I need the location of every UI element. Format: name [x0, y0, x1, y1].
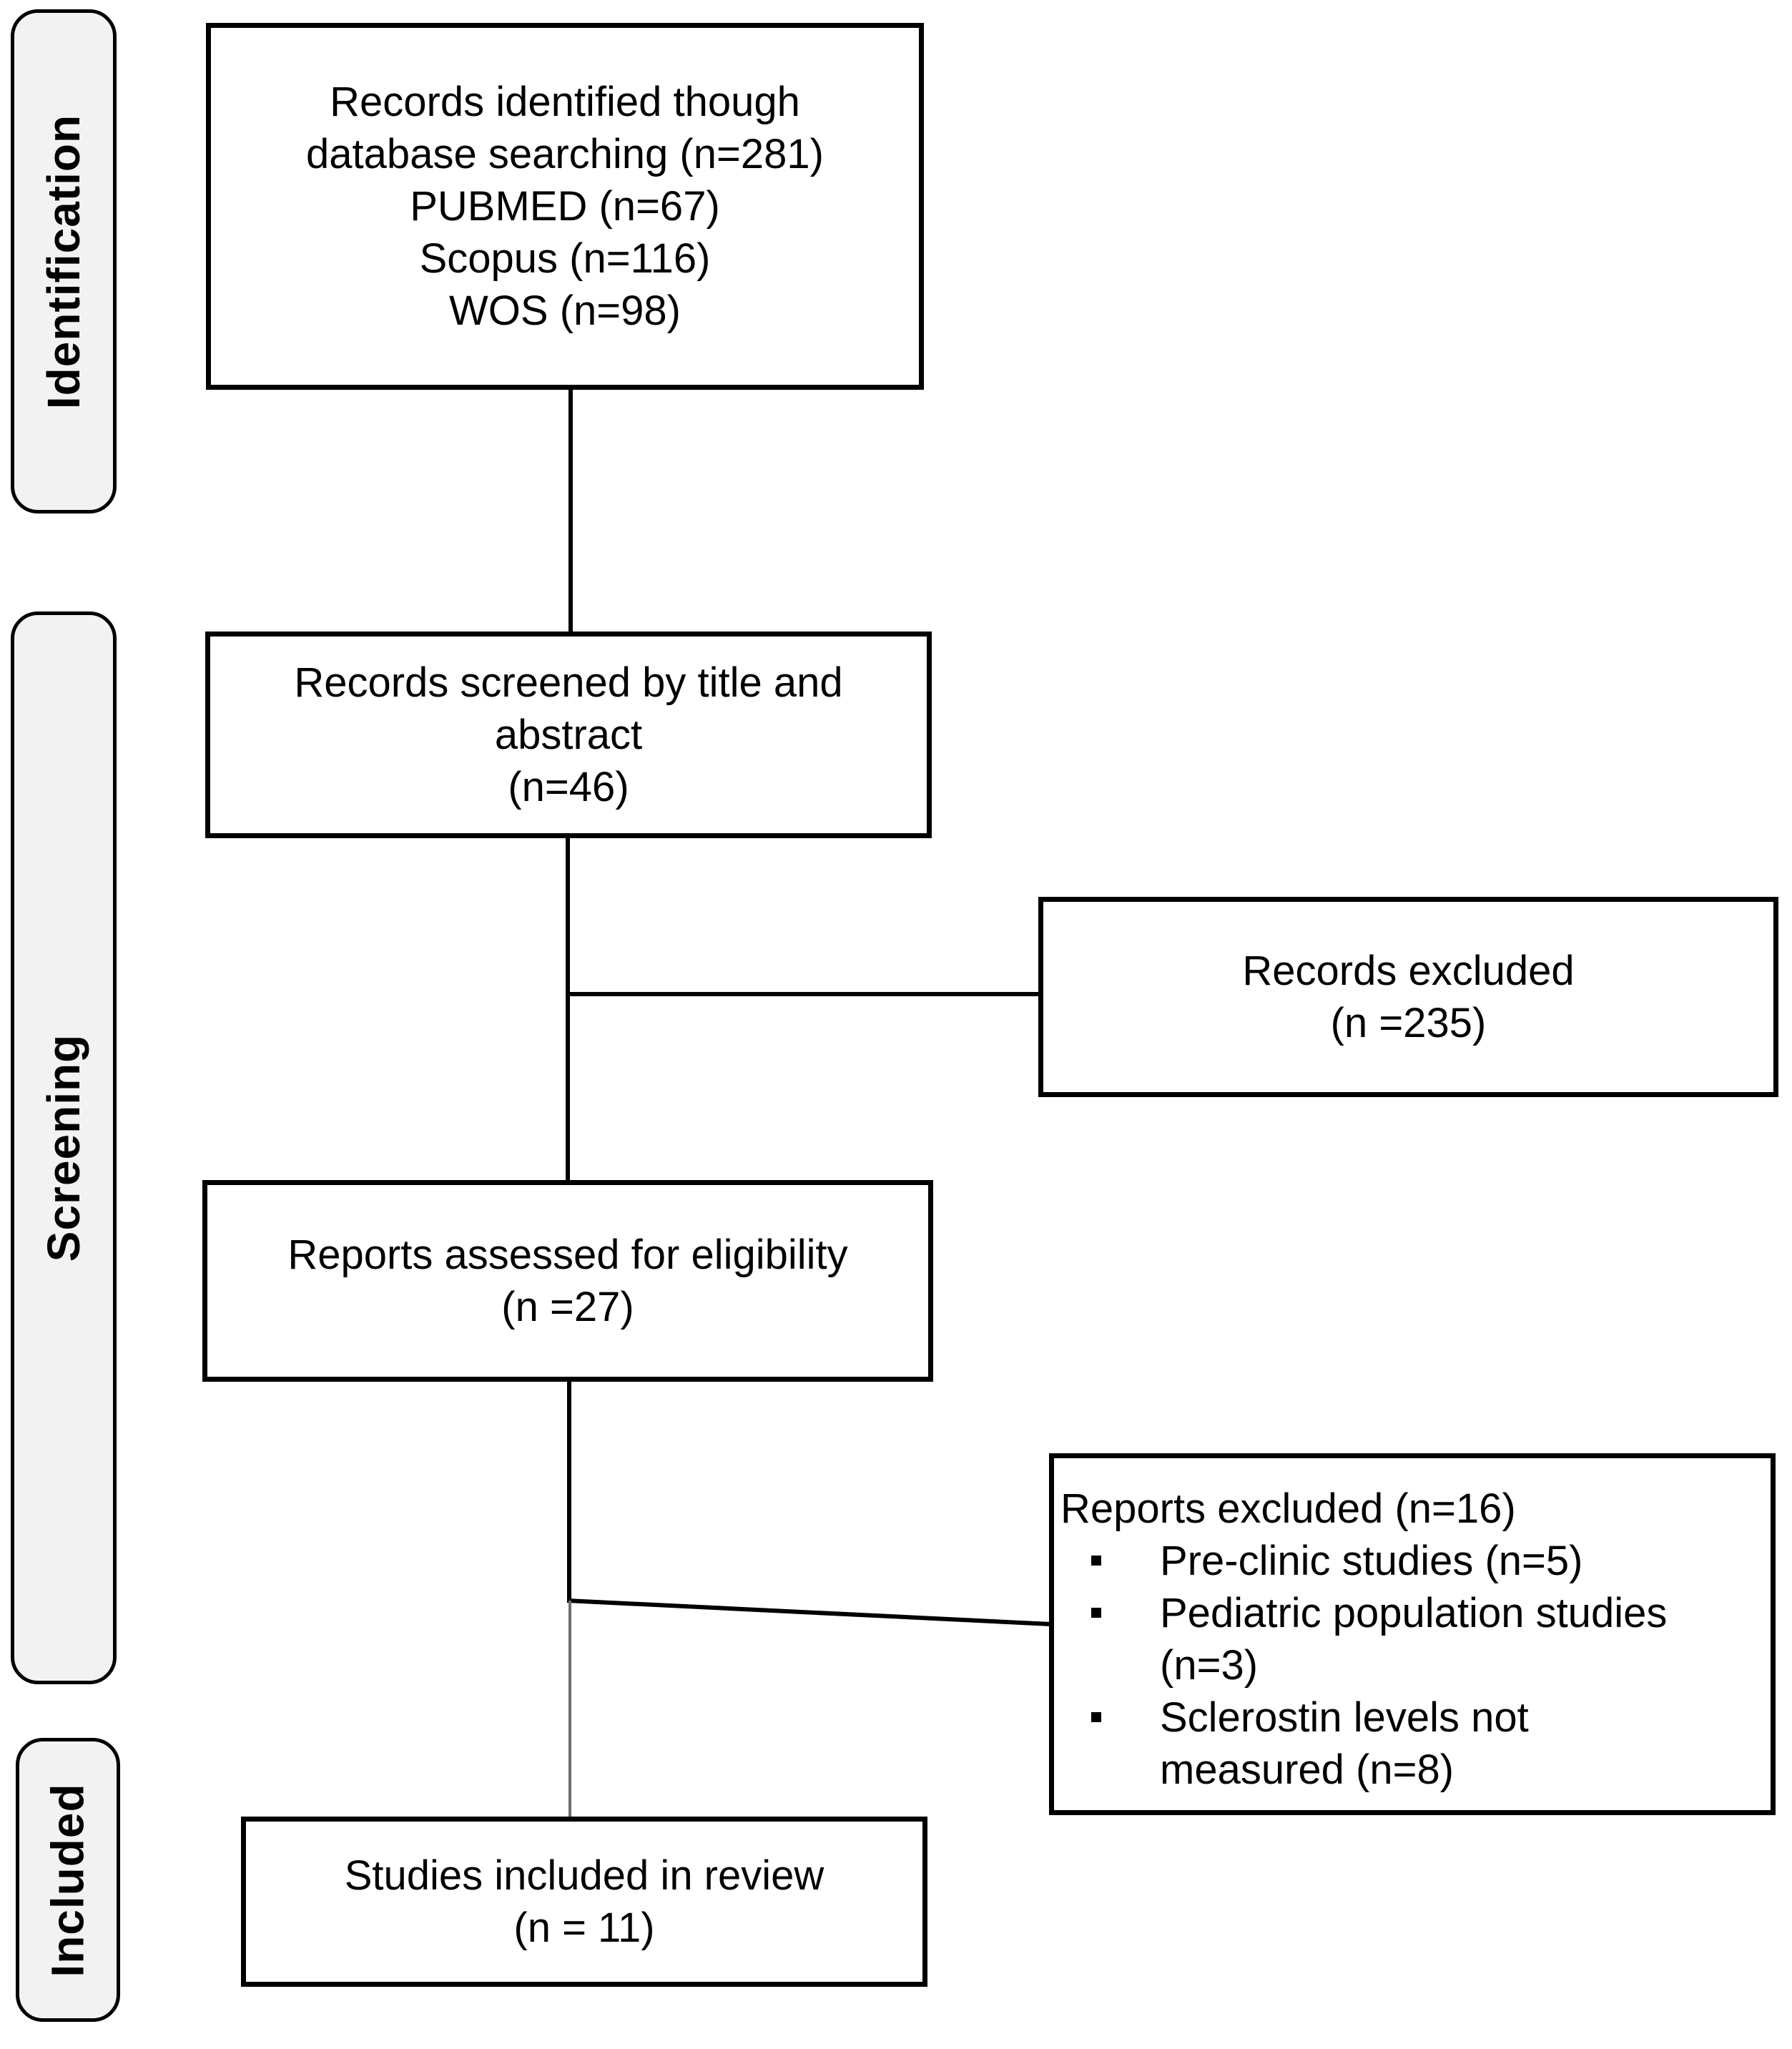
box-records-identified-text: Records identified though database searc… — [306, 79, 824, 334]
box-records-identified: Records identified though database searc… — [206, 23, 924, 390]
reports-excluded-title: Reports excluded (n=16) — [1060, 1485, 1516, 1532]
bullet-item-sclerostin: Sclerostin levels not measured (n=8) — [1091, 1691, 1761, 1796]
box-studies-included-text: Studies included in review (n = 11) — [344, 1852, 824, 1951]
stage-label-identification-text: Identification — [38, 114, 89, 409]
bullet-item-preclinic: Pre-clinic studies (n=5) — [1091, 1535, 1761, 1587]
stage-label-identification: Identification — [11, 9, 117, 514]
box-records-excluded-text: Records excluded (n =235) — [1242, 948, 1575, 1046]
box-studies-included: Studies included in review (n = 11) — [241, 1817, 927, 1987]
connector-branch-reports-excluded — [566, 1598, 1052, 1626]
bullet-icon — [1091, 1587, 1160, 1618]
bullet-icon — [1091, 1535, 1160, 1566]
box-records-excluded: Records excluded (n =235) — [1038, 897, 1778, 1097]
box-records-screened: Records screened by title and abstract (… — [205, 632, 932, 838]
stage-label-included-text: Included — [42, 1782, 94, 1977]
bullet-icon — [1091, 1691, 1160, 1722]
bullet-item-preclinic-text: Pre-clinic studies (n=5) — [1160, 1538, 1583, 1584]
stage-label-included: Included — [16, 1738, 120, 2022]
box-reports-assessed-text: Reports assessed for eligibility (n =27) — [287, 1232, 848, 1330]
bullet-item-pediatric-text: Pediatric population studies (n=3) — [1160, 1590, 1668, 1689]
bullet-item-sclerostin-text: Sclerostin levels not measured (n=8) — [1160, 1694, 1529, 1793]
box-reports-assessed: Reports assessed for eligibility (n =27) — [202, 1180, 933, 1382]
bullet-item-pediatric: Pediatric population studies (n=3) — [1091, 1587, 1761, 1691]
stage-label-screening: Screening — [11, 611, 117, 1684]
stage-label-screening-text: Screening — [38, 1033, 89, 1262]
box-records-screened-text: Records screened by title and abstract (… — [294, 659, 843, 810]
box-reports-excluded: Reports excluded (n=16) Pre-clinic studi… — [1049, 1453, 1776, 1815]
